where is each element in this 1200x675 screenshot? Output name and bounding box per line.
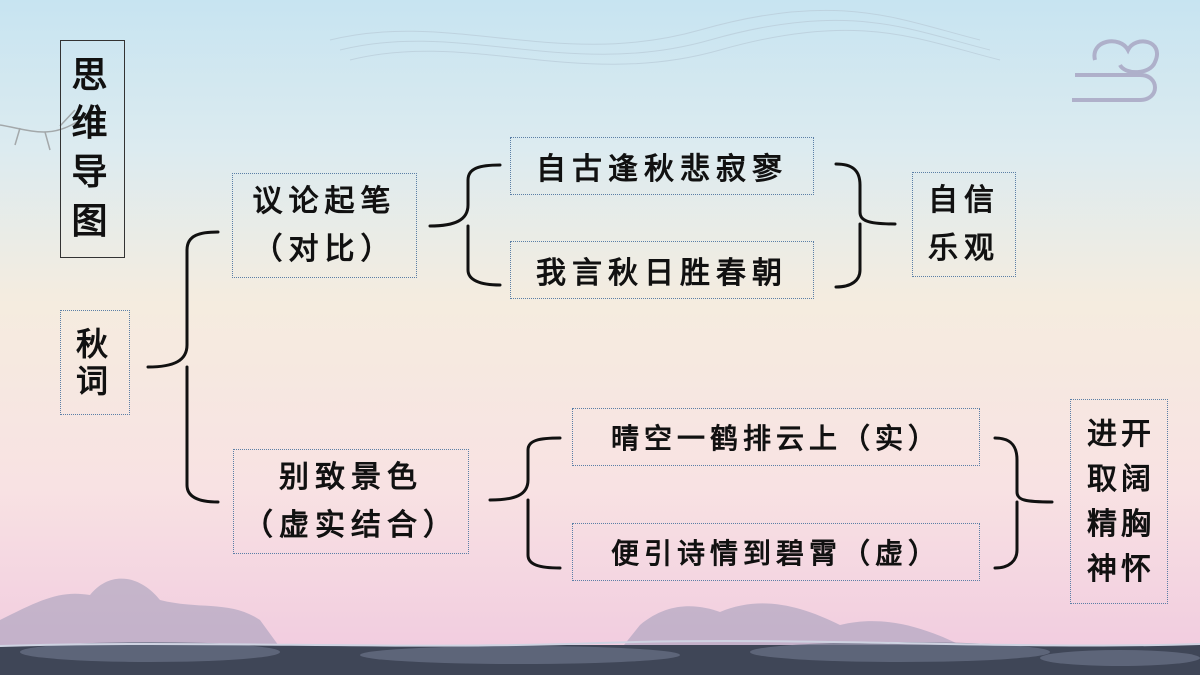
branch2-conclusion-col: 进 取 精 神 — [1087, 412, 1117, 592]
title-char: 图 — [71, 200, 114, 242]
mindmap-title: 思 维 导 图 — [60, 40, 125, 258]
branch1-item-text: 我言秋日胜春朝 — [536, 256, 788, 291]
branch1-item: 我言秋日胜春朝 — [510, 241, 814, 299]
water-decoration — [0, 639, 1200, 675]
wave-lines-decoration — [329, 9, 1001, 65]
branch2-item-text: 晴空一鹤排云上（实） — [610, 422, 941, 455]
title-char: 导 — [71, 152, 114, 193]
branch2-left-brace — [488, 436, 562, 570]
conclusion-char: 怀 — [1121, 551, 1151, 587]
conclusion-char: 开 — [1121, 416, 1151, 452]
branch2-item: 便引诗情到碧霄（虚） — [572, 523, 980, 581]
branch1-left-brace — [428, 163, 502, 287]
branch2-label-line: （虚实结合） — [243, 507, 459, 543]
branch2-right-brace — [993, 436, 1054, 570]
branch1-label-line: 议论起笔 — [252, 183, 397, 219]
conclusion-char: 胸 — [1121, 506, 1151, 542]
conclusion-char: 精 — [1087, 506, 1117, 542]
branch2-conclusion-col: 开 阔 胸 怀 — [1121, 412, 1151, 592]
title-char: 思 — [71, 54, 114, 96]
root-char: 词 — [75, 361, 114, 400]
branch1-right-brace — [834, 162, 897, 289]
root-char: 秋 — [75, 324, 114, 363]
branch1-conclusion-line: 自信 — [928, 182, 1000, 218]
conclusion-char: 进 — [1087, 416, 1117, 452]
branch1-item: 自古逢秋悲寂寥 — [510, 137, 814, 195]
branch2-conclusion: 进 取 精 神 开 阔 胸 怀 — [1070, 399, 1168, 604]
branch2-label-line: 别致景色 — [279, 459, 423, 495]
conclusion-char: 神 — [1087, 551, 1117, 587]
root-node: 秋 词 — [60, 310, 130, 415]
branch1-conclusion-line: 乐观 — [928, 230, 1000, 266]
branch2-node: 别致景色 （虚实结合） — [233, 449, 469, 554]
conclusion-char: 取 — [1087, 461, 1117, 497]
conclusion-char: 阔 — [1121, 461, 1151, 497]
branch1-item-text: 自古逢秋悲寂寥 — [536, 152, 788, 187]
title-char: 维 — [71, 103, 114, 145]
branch2-item: 晴空一鹤排云上（实） — [572, 408, 980, 466]
branch2-item-text: 便引诗情到碧霄（虚） — [610, 537, 941, 570]
branch1-conclusion: 自信 乐观 — [912, 172, 1016, 277]
branch1-node: 议论起笔 （对比） — [232, 173, 417, 278]
root-brace — [146, 230, 220, 504]
branch-decoration — [0, 109, 81, 151]
branch1-label-line: （对比） — [252, 231, 397, 267]
cloud-icon — [1072, 39, 1159, 102]
